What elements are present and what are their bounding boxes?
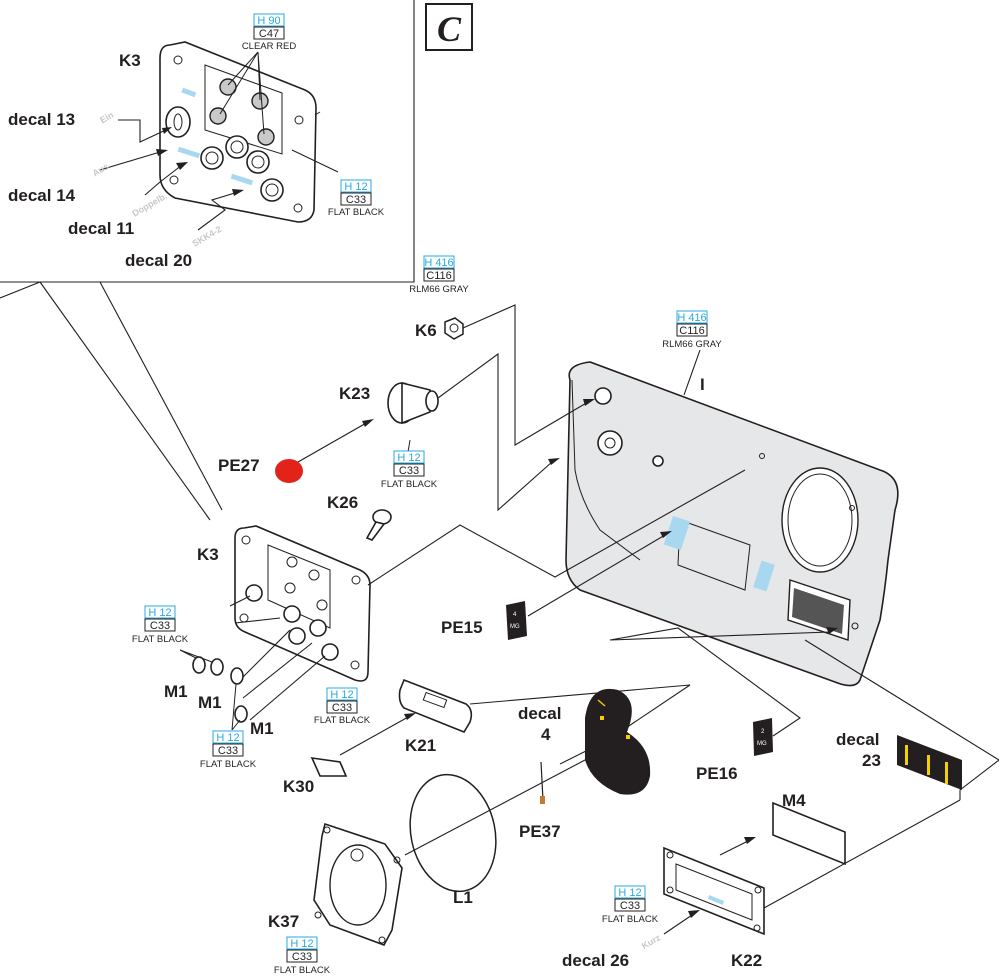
part-k37-bezel xyxy=(313,822,403,946)
paint-callout-clear-red: H 90 C47 CLEAR RED xyxy=(242,13,297,52)
decal-14-label: decal 14 xyxy=(8,186,76,205)
part-pe37-label: PE37 xyxy=(519,822,561,841)
svg-text:FLAT BLACK: FLAT BLACK xyxy=(132,634,189,645)
part-pe15-label: PE15 xyxy=(441,618,483,637)
paint-callout-k22: H 12 C33 FLAT BLACK xyxy=(602,885,659,925)
paint-callout-k21: H 12 C33 FLAT BLACK xyxy=(314,687,371,726)
svg-text:H 12: H 12 xyxy=(618,887,641,899)
part-k26-pin xyxy=(365,509,392,541)
svg-text:Kurz: Kurz xyxy=(640,932,663,951)
decal-pe16: 2 MG xyxy=(609,627,838,756)
svg-text:C33: C33 xyxy=(292,951,312,963)
svg-text:H 12: H 12 xyxy=(216,732,239,744)
part-l1-glass xyxy=(404,759,586,893)
svg-text:RLM66 GRAY: RLM66 GRAY xyxy=(409,284,469,295)
decal-23-label-line1: decal xyxy=(836,730,879,749)
paint-callout-k23: H 12 C33 FLAT BLACK xyxy=(381,450,438,490)
part-k30 xyxy=(310,757,348,777)
part-k23-label: K23 xyxy=(339,384,370,403)
part-m1-label-b: M1 xyxy=(198,693,222,712)
svg-text:FLAT BLACK: FLAT BLACK xyxy=(381,479,438,490)
svg-text:H 12: H 12 xyxy=(344,181,367,193)
paint-callout-k37: H 12 C33 FLAT BLACK xyxy=(274,936,331,976)
svg-text:SKK4-2: SKK4-2 xyxy=(191,224,224,249)
svg-text:C33: C33 xyxy=(346,194,366,206)
part-pe37 xyxy=(540,761,545,804)
svg-text:C33: C33 xyxy=(150,620,170,632)
part-k3-label: K3 xyxy=(197,545,219,564)
svg-text:C116: C116 xyxy=(426,270,451,282)
svg-text:4: 4 xyxy=(513,612,517,618)
svg-text:C33: C33 xyxy=(332,702,352,714)
svg-text:FLAT BLACK: FLAT BLACK xyxy=(314,715,371,726)
part-pe16-label: PE16 xyxy=(696,764,738,783)
svg-text:Doppelb.: Doppelb. xyxy=(131,191,169,219)
part-pe27-label: PE27 xyxy=(218,456,260,475)
decal-4-label-line1: decal xyxy=(518,704,561,723)
decal-pe15: 4 MG xyxy=(506,531,672,640)
svg-text:C33: C33 xyxy=(399,465,419,477)
part-k21-label: K21 xyxy=(405,736,436,755)
callout-c-code: C47 xyxy=(259,28,279,40)
decal-23 xyxy=(804,639,999,800)
svg-text:FLAT BLACK: FLAT BLACK xyxy=(274,965,331,976)
svg-text:RLM66 GRAY: RLM66 GRAY xyxy=(662,339,722,350)
section-badge-label: C xyxy=(437,9,462,49)
svg-text:Aus: Aus xyxy=(91,161,111,178)
svg-text:FLAT BLACK: FLAT BLACK xyxy=(200,759,257,770)
part-m1-label-a: M1 xyxy=(164,682,188,701)
part-k6-nut xyxy=(444,304,595,446)
decal-4-label-line2: 4 xyxy=(541,725,551,744)
callout-h-code: H 90 xyxy=(257,15,280,27)
svg-text:H 12: H 12 xyxy=(290,938,313,950)
paint-callout-i: H 416 C116 RLM66 GRAY xyxy=(662,310,722,350)
part-m4-label: M4 xyxy=(782,791,806,810)
part-m1-rings xyxy=(179,649,248,731)
svg-text:MG: MG xyxy=(757,741,767,747)
detail-inset: C xyxy=(0,0,473,283)
part-k37-label: K37 xyxy=(268,912,299,931)
svg-text:H 416: H 416 xyxy=(677,312,706,324)
decal-13-label: decal 13 xyxy=(8,110,75,129)
svg-text:C116: C116 xyxy=(679,325,704,337)
part-i-label: I xyxy=(700,375,705,394)
decal-4-gauge-face xyxy=(585,688,651,795)
svg-text:H 12: H 12 xyxy=(330,689,353,701)
svg-text:MG: MG xyxy=(510,624,520,630)
svg-text:FLAT BLACK: FLAT BLACK xyxy=(328,207,385,218)
part-k30-label: K30 xyxy=(283,777,314,796)
part-m1-label-c: M1 xyxy=(250,719,274,738)
callout-color-name: CLEAR RED xyxy=(242,41,297,52)
inset-zoom-lines xyxy=(0,281,223,521)
svg-text:Ein: Ein xyxy=(98,110,115,126)
svg-text:FLAT BLACK: FLAT BLACK xyxy=(602,914,659,925)
section-badge: C xyxy=(425,3,473,51)
decal-26-label: decal 26 xyxy=(562,951,629,970)
svg-text:C33: C33 xyxy=(218,745,238,757)
svg-text:C33: C33 xyxy=(620,900,640,912)
svg-text:H 416: H 416 xyxy=(424,257,453,269)
part-m4 xyxy=(719,801,846,866)
decal-11-label: decal 11 xyxy=(68,219,134,238)
svg-text:H 12: H 12 xyxy=(148,607,171,619)
decal-20-label: decal 20 xyxy=(125,251,192,270)
paint-callout-m1-a: H 12 C33 FLAT BLACK xyxy=(132,605,189,645)
part-k22-label: K22 xyxy=(731,951,762,970)
part-k3-panel xyxy=(229,469,746,721)
main-panel-i xyxy=(565,361,899,687)
decal-23-label-line2: 23 xyxy=(862,751,881,770)
inset-k3-panel xyxy=(159,41,339,223)
part-k26-label: K26 xyxy=(327,493,358,512)
inset-k3-label: K3 xyxy=(119,51,141,70)
decal-pe27 xyxy=(275,459,303,483)
paint-callout-k6: H 416 C116 RLM66 GRAY xyxy=(409,255,469,295)
paint-callout-inset-black: H 12 C33 FLAT BLACK xyxy=(328,179,385,218)
paint-callout-m1-b: H 12 C33 FLAT BLACK xyxy=(200,730,257,770)
part-l1-label: L1 xyxy=(453,888,473,907)
svg-text:2: 2 xyxy=(761,729,765,735)
part-k21 xyxy=(339,678,691,765)
svg-text:H 12: H 12 xyxy=(397,452,420,464)
part-k6-label: K6 xyxy=(415,321,437,340)
